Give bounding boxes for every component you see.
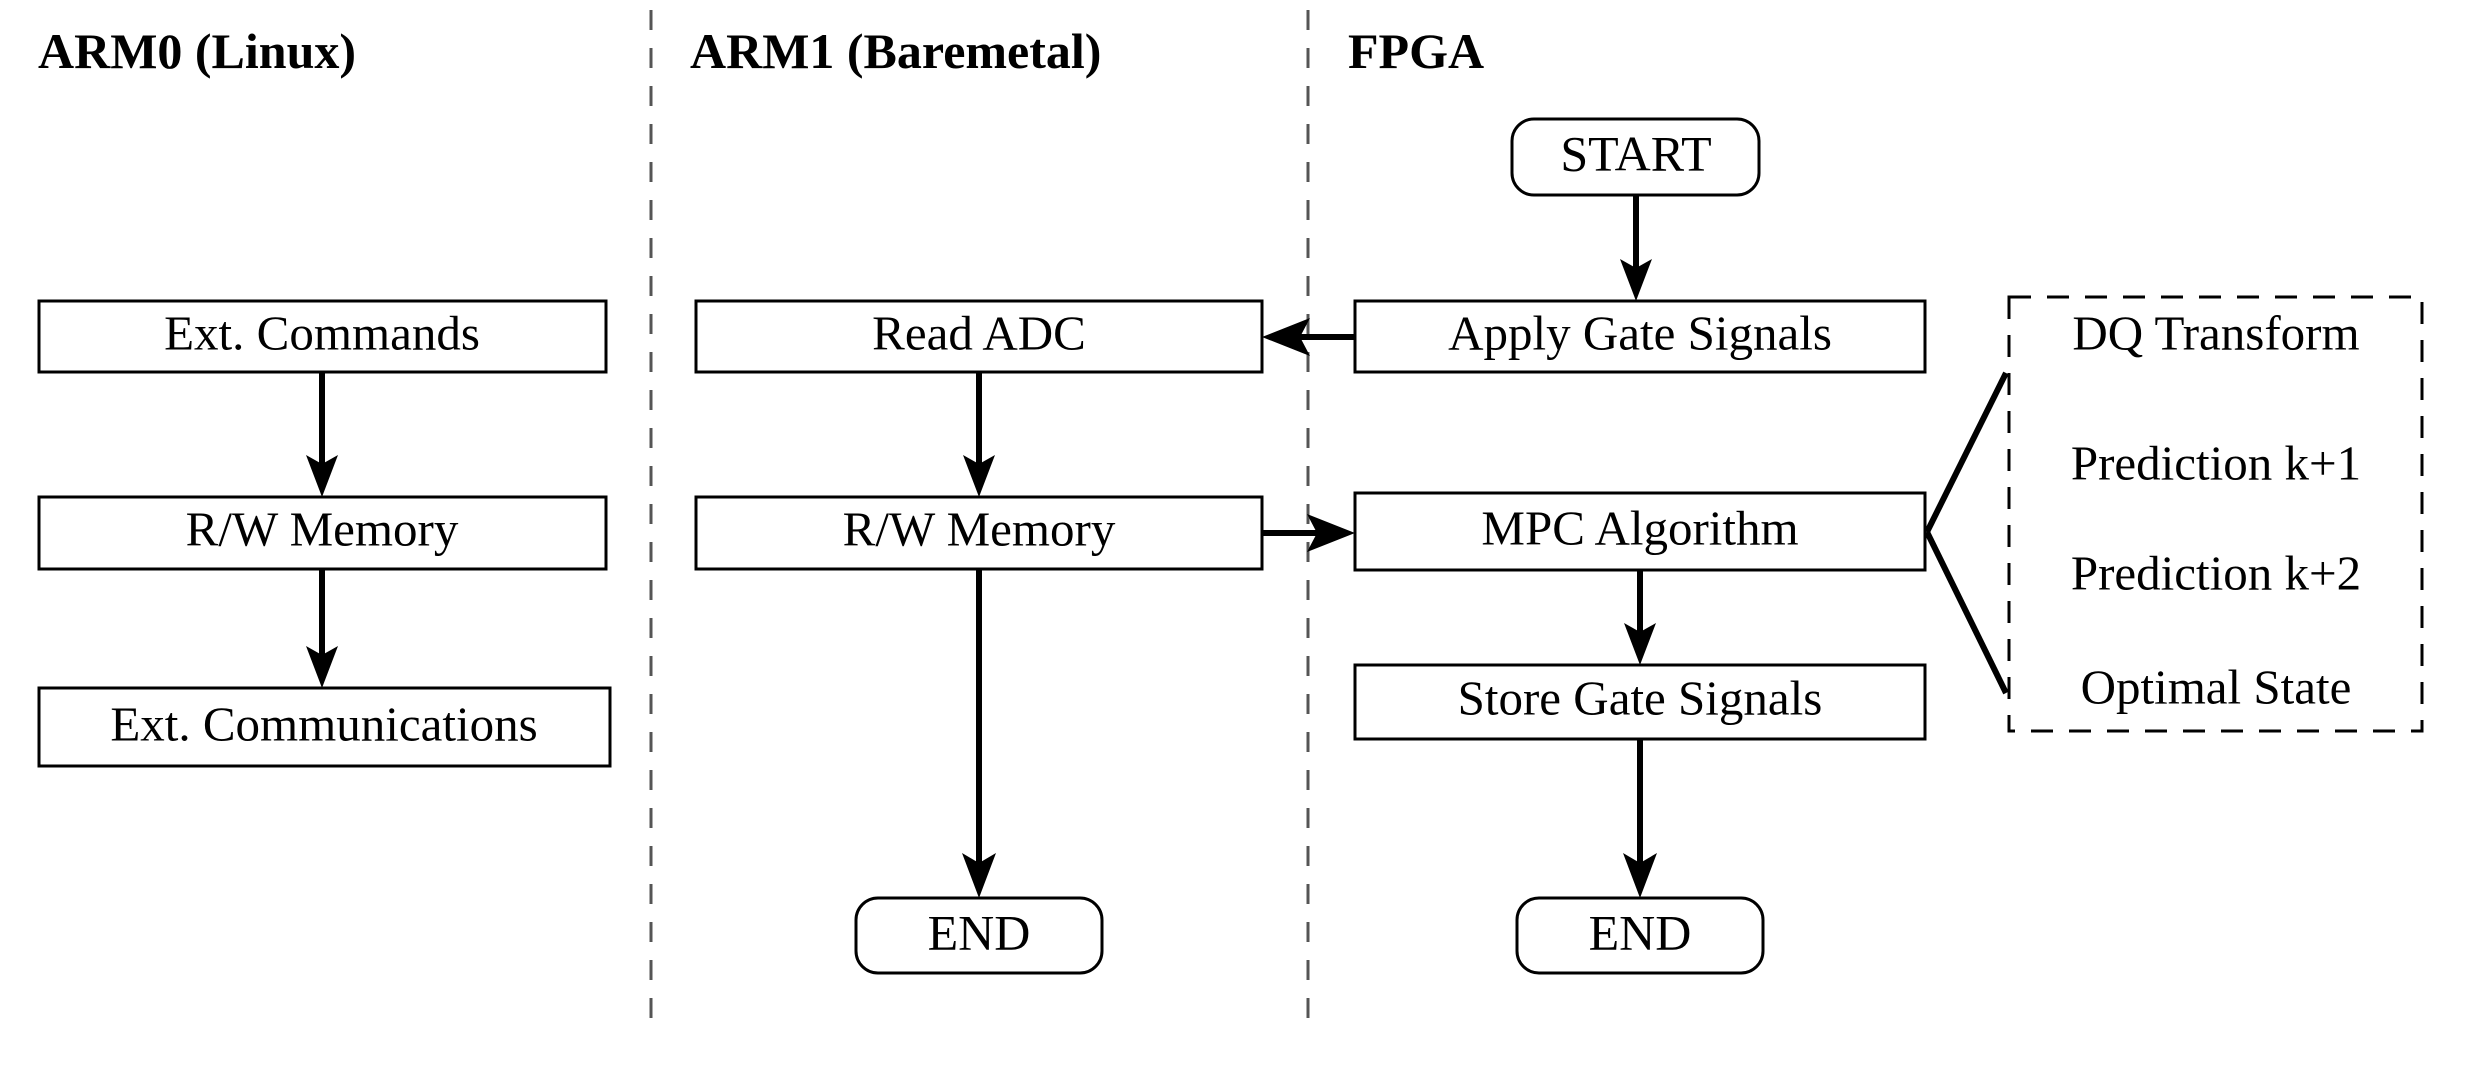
node-fpga-start[interactable]: START (1510, 117, 1761, 197)
node-store-gate-signals[interactable]: Store Gate Signals (1353, 663, 1927, 741)
arrow-head-icon (1620, 259, 1652, 301)
edge-arm0-rw-memory-to-ext-communications (306, 569, 338, 688)
node-ext-communications-label: Ext. Communications (110, 696, 537, 751)
arrow-head-icon (306, 455, 338, 497)
edge-fpga-start-to-apply-gate-signals (1620, 195, 1652, 301)
node-arm0-rw-memory-label: R/W Memory (186, 501, 459, 556)
node-arm1-end[interactable]: END (854, 896, 1104, 975)
annotation-item-prediction-k2: Prediction k+2 (2071, 545, 2361, 600)
node-fpga-start-label: START (1560, 125, 1711, 181)
annotation-item-dq-transform: DQ Transform (2072, 305, 2359, 360)
node-apply-gate-signals[interactable]: Apply Gate Signals (1353, 299, 1927, 374)
edge-arm1-rw-memory-to-arm1-end (962, 569, 996, 898)
node-fpga-end-label: END (1589, 904, 1692, 960)
node-arm1-end-label: END (928, 904, 1031, 960)
node-mpc-algorithm[interactable]: MPC Algorithm (1353, 491, 1927, 572)
annotation-group-outline (2007, 295, 2424, 733)
arrow-head-icon (1624, 623, 1656, 665)
arrow-head-icon (962, 853, 996, 898)
node-ext-commands-label: Ext. Commands (164, 305, 480, 360)
node-arm0-rw-memory[interactable]: R/W Memory (37, 495, 608, 571)
arrow-head-icon (1623, 853, 1657, 898)
node-fpga-end-box (1515, 896, 1765, 975)
brace-lower-arm (1924, 530, 2009, 695)
annotation-brace (1924, 371, 2009, 695)
column-title-fpga: FPGA (1348, 23, 1484, 79)
edge-ext-commands-to-arm0-rw-memory (306, 372, 338, 497)
node-mpc-algorithm-label: MPC Algorithm (1481, 500, 1798, 555)
node-ext-commands[interactable]: Ext. Commands (37, 299, 608, 374)
node-ext-communications[interactable]: Ext. Communications (37, 686, 612, 768)
arrow-head-icon (1262, 318, 1310, 356)
edge-read-adc-to-arm1-rw-memory (963, 372, 995, 497)
edge-store-gate-signals-to-fpga-end (1623, 739, 1657, 898)
annotation-group-box[interactable]: DQ Transform Prediction k+1 Prediction k… (2007, 295, 2424, 733)
brace-upper-arm (1924, 371, 2009, 534)
arrow-head-icon (306, 646, 338, 688)
column-title-arm0: ARM0 (Linux) (38, 23, 356, 79)
arrow-head-icon (963, 455, 995, 497)
column-title-arm1: ARM1 (Baremetal) (690, 23, 1101, 79)
edge-apply-gate-signals-to-read-adc (1262, 318, 1355, 356)
annotation-item-prediction-k1: Prediction k+1 (2071, 435, 2361, 490)
node-store-gate-signals-label: Store Gate Signals (1458, 670, 1823, 725)
node-apply-gate-signals-label: Apply Gate Signals (1448, 305, 1832, 360)
edge-arm1-rw-memory-to-mpc-algorithm (1262, 514, 1355, 552)
node-read-adc-label: Read ADC (872, 305, 1086, 360)
node-arm1-rw-memory[interactable]: R/W Memory (694, 495, 1264, 571)
node-arm1-rw-memory-label: R/W Memory (843, 501, 1116, 556)
arrow-head-icon (1307, 514, 1355, 552)
annotation-item-optimal-state: Optimal State (2081, 659, 2352, 714)
node-fpga-end[interactable]: END (1515, 896, 1765, 975)
node-store-gate-signals-box (1353, 663, 1927, 741)
node-ext-commands-box (37, 299, 608, 374)
edge-mpc-algorithm-to-store-gate-signals (1624, 570, 1656, 665)
node-ext-communications-box (37, 686, 612, 768)
node-arm1-end-box (854, 896, 1104, 975)
node-apply-gate-signals-box (1353, 299, 1927, 374)
node-read-adc[interactable]: Read ADC (694, 299, 1264, 374)
